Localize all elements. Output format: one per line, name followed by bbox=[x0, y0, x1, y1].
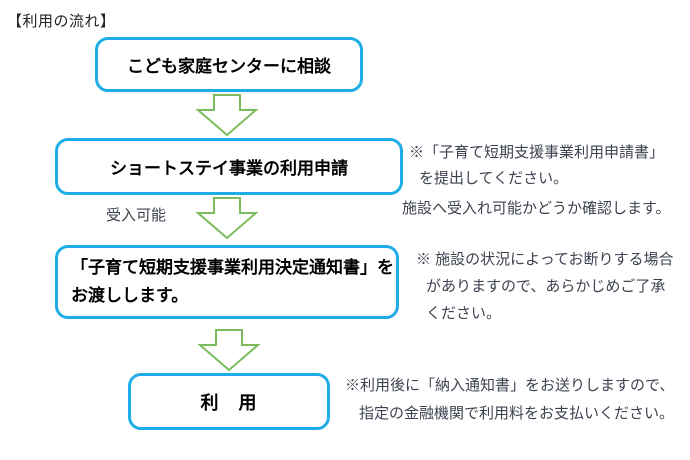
note-refusal-possibility-line3: ください。 bbox=[426, 305, 502, 322]
note-application-form-line1: ※「子育て短期支援事業利用申請書」 bbox=[409, 144, 665, 161]
down-arrow-icon bbox=[195, 94, 259, 136]
flow-step-use: 利 用 bbox=[128, 373, 330, 430]
note-payment: ※利用後に「納入通知書」をお送りしますので、 指定の金融機関で利用料をお支払いく… bbox=[345, 372, 674, 428]
flow-step-decision-notice-line1: 「子育て短期支援事業利用決定通知書」を bbox=[71, 258, 394, 277]
flow-step-application-label: ショートステイ事業の利用申請 bbox=[110, 159, 348, 178]
flow-step-consult: こども家庭センターに相談 bbox=[95, 37, 363, 92]
down-arrow-icon bbox=[195, 197, 259, 239]
note-facility-check: 施設へ受入れ可能かどうか確認します。 bbox=[402, 196, 671, 222]
flow-step-decision-notice: 「子育て短期支援事業利用決定通知書」を お渡しします。 bbox=[55, 245, 399, 319]
flow-step-decision-notice-line2: お渡しします。 bbox=[71, 286, 189, 305]
note-application-form: ※「子育て短期支援事業利用申請書」 を提出してください。 bbox=[409, 140, 664, 192]
note-refusal-possibility: ※ 施設の状況によってお断りする場合 がありますので、あらかじめご了承 ください… bbox=[416, 246, 674, 327]
flow-step-use-label: 利 用 bbox=[200, 392, 258, 413]
down-arrow-icon bbox=[197, 329, 261, 371]
note-payment-line1: ※利用後に「納入通知書」をお送りしますので、 bbox=[345, 377, 675, 394]
arrow-side-label-acceptance: 受入可能 bbox=[106, 207, 167, 224]
note-application-form-line2: を提出してください。 bbox=[419, 170, 569, 187]
note-refusal-possibility-line2: がありますので、あらかじめご了承 bbox=[426, 278, 666, 295]
note-refusal-possibility-line1: ※ 施設の状況によってお断りする場合 bbox=[416, 251, 674, 268]
diagram-title: 【利用の流れ】 bbox=[7, 13, 116, 30]
flow-step-application: ショートステイ事業の利用申請 bbox=[55, 138, 403, 195]
flow-step-consult-label: こども家庭センターに相談 bbox=[127, 57, 331, 76]
note-payment-line2: 指定の金融機関で利用料をお支払いください。 bbox=[359, 405, 675, 422]
note-facility-check-line1: 施設へ受入れ可能かどうか確認します。 bbox=[402, 200, 671, 217]
